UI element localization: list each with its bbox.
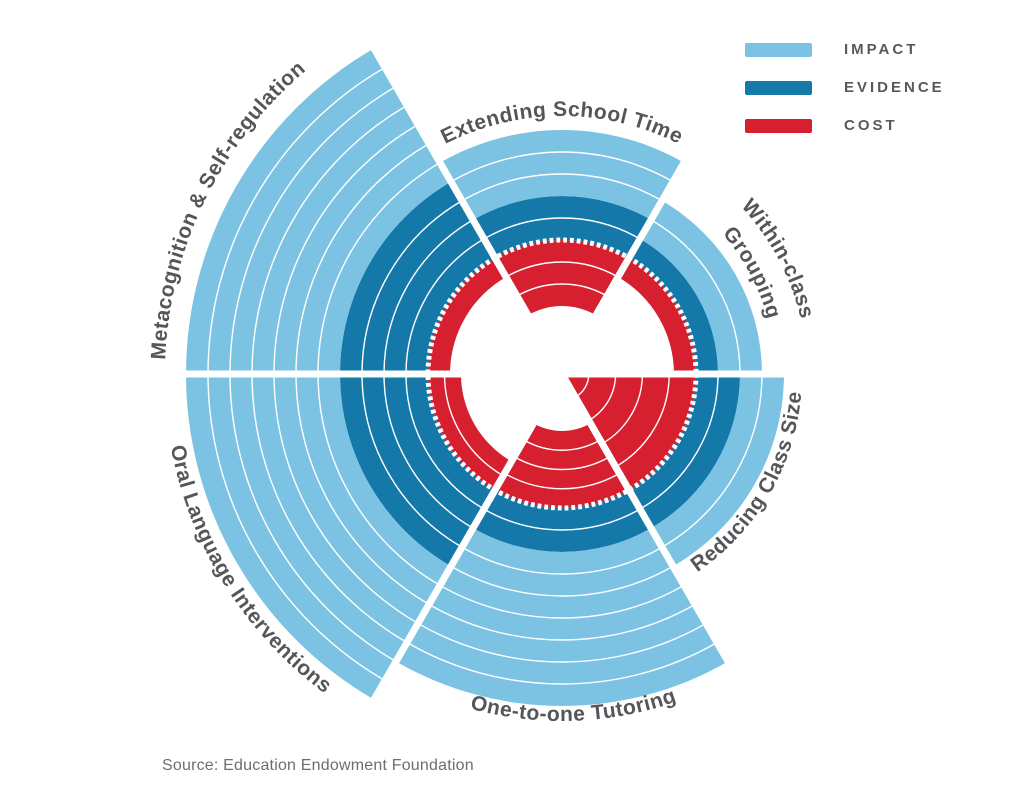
impact-band	[640, 200, 762, 374]
grid-arc	[273, 123, 419, 375]
cost-band	[495, 423, 629, 509]
grid-arc	[207, 373, 386, 682]
grid-arc	[450, 565, 674, 597]
cost-swatch	[745, 118, 812, 133]
grid-arc	[405, 238, 485, 375]
grid-arc	[461, 546, 663, 575]
evidence-band	[473, 490, 651, 552]
divider-line	[351, 372, 566, 736]
grid-arcs	[207, 373, 504, 682]
evidence-band	[340, 374, 495, 567]
grid-arc	[505, 261, 619, 278]
grid-arc	[383, 373, 474, 529]
cost-band	[428, 257, 506, 374]
grid-arc	[361, 200, 463, 375]
impact-band	[186, 374, 451, 700]
sector-metacognition-self-regulation	[186, 48, 506, 375]
grid-arc	[273, 373, 419, 625]
grid-arc	[405, 373, 485, 510]
legend-label-impact: IMPACT	[844, 41, 919, 58]
grid-arc	[251, 104, 408, 375]
impact-band	[440, 130, 684, 220]
evidence-swatch	[745, 80, 812, 95]
evidence-band	[629, 374, 740, 529]
grid-arc	[251, 373, 408, 644]
grid-arc	[317, 162, 441, 375]
grid-arc	[383, 219, 474, 375]
divider-line	[351, 12, 566, 376]
source-note: Source: Education Endowment Foundation	[162, 757, 474, 774]
evidence-band	[340, 181, 495, 374]
grid-arc	[615, 373, 670, 468]
grid-arcs	[650, 219, 741, 375]
sector-dividers	[147, 12, 977, 736]
cost-band	[618, 257, 696, 374]
grid-arc	[523, 439, 601, 451]
impact-swatch	[745, 42, 812, 57]
grid-arc	[428, 603, 696, 641]
grid-arcs	[575, 373, 763, 548]
divider-line	[558, 12, 773, 376]
impact-band	[651, 374, 784, 567]
grid-arc	[650, 219, 741, 375]
sector-oral-language-interventions	[186, 373, 512, 700]
divider-line	[558, 372, 773, 736]
grid-arc	[661, 373, 763, 548]
grid-arc	[483, 217, 641, 240]
grid-arc	[450, 151, 674, 183]
grid-arc	[483, 508, 641, 531]
grid-arc	[317, 373, 441, 586]
legend-item-impact: IMPACT	[745, 41, 945, 58]
grid-arc	[443, 373, 504, 477]
grid-arc	[295, 143, 430, 375]
grid-arc	[461, 173, 663, 202]
cost-band	[428, 374, 512, 491]
grid-arc	[295, 373, 430, 605]
grid-arcs	[450, 151, 674, 297]
legend-item-evidence: EVIDENCE	[745, 79, 945, 96]
grid-arc	[417, 622, 707, 663]
legend: IMPACT EVIDENCE COST	[745, 41, 945, 156]
grid-arcs	[406, 439, 718, 685]
grid-arc	[406, 641, 718, 685]
grid-arc	[639, 373, 719, 510]
sector-one-to-one-tutoring	[396, 423, 728, 706]
evidence-band	[473, 196, 651, 258]
cost-band	[495, 239, 629, 316]
grid-arc	[504, 472, 620, 490]
impact-band	[186, 48, 451, 375]
legend-label-cost: COST	[844, 117, 898, 134]
dotted-baseline-ring	[425, 237, 699, 511]
grid-arc	[229, 85, 397, 375]
grid-arc	[516, 283, 608, 297]
grid-arc	[207, 66, 386, 375]
impact-band	[396, 528, 728, 706]
grid-arc	[513, 456, 611, 471]
grid-arc	[588, 373, 617, 422]
grid-arc	[439, 584, 685, 619]
grid-arc	[361, 373, 463, 548]
legend-item-cost: COST	[745, 117, 945, 134]
sector-extending-school-time	[440, 130, 684, 316]
grid-arcs	[207, 66, 485, 375]
legend-label-evidence: EVIDENCE	[844, 79, 945, 96]
grid-arc	[601, 373, 644, 445]
grid-arc	[229, 373, 397, 663]
